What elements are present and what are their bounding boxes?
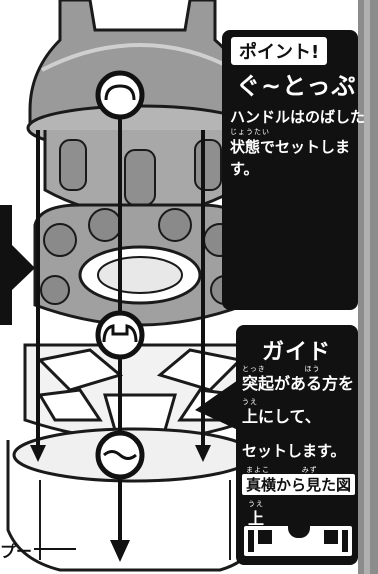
guide-tag: ガイド xyxy=(262,340,332,365)
guide-pointer xyxy=(195,380,238,430)
gear-part xyxy=(33,203,247,327)
ruby-ue1: うえ xyxy=(242,398,258,406)
guide-line2: 上にして、 xyxy=(242,407,321,426)
ruby-joutai: じょうたい xyxy=(230,128,270,136)
guide-top-wrap: うえ 上 xyxy=(248,500,264,530)
point-line1: ハンドルはのばした xyxy=(230,108,366,126)
ruby-tokki: とっき xyxy=(242,365,266,373)
guide-top-label: 上 xyxy=(248,509,265,528)
point-line2: 状態でセットします。 xyxy=(230,138,351,178)
grate-part xyxy=(23,343,252,442)
ruby-mayoko: まよこ xyxy=(246,466,270,474)
bottom-left-text: プー xyxy=(0,542,33,561)
ruby-mizu: みず xyxy=(301,466,318,474)
dome-part xyxy=(26,0,254,152)
side-view-diagram xyxy=(244,526,352,556)
highlight-circles xyxy=(95,70,145,480)
left-pointer xyxy=(0,205,35,325)
guide-line3: セットします。 xyxy=(242,442,346,460)
point-tag: ポイント! xyxy=(228,34,331,68)
guide-info-panel xyxy=(236,325,358,565)
guide-line1-wrap: とっき ほう 突起がある方を xyxy=(242,365,354,395)
point-info-panel xyxy=(222,30,358,310)
inner-ring-part xyxy=(43,130,237,217)
bottom-left-line xyxy=(34,548,76,550)
point-headline: ぐ~とっぷ xyxy=(236,72,357,100)
ruby-hou: ほう xyxy=(304,365,321,373)
ruby-ue2: うえ xyxy=(248,500,264,508)
guide-line2-wrap: うえ 上にして、 xyxy=(242,398,321,428)
guide-ruby-row: まよこ みず xyxy=(246,466,318,474)
point-line2-wrap: じょうたい 状態でセットします。 xyxy=(230,128,378,180)
side-view-label: 真横から見た図 xyxy=(242,474,356,495)
guide-line1: 突起がある方を xyxy=(242,374,355,393)
